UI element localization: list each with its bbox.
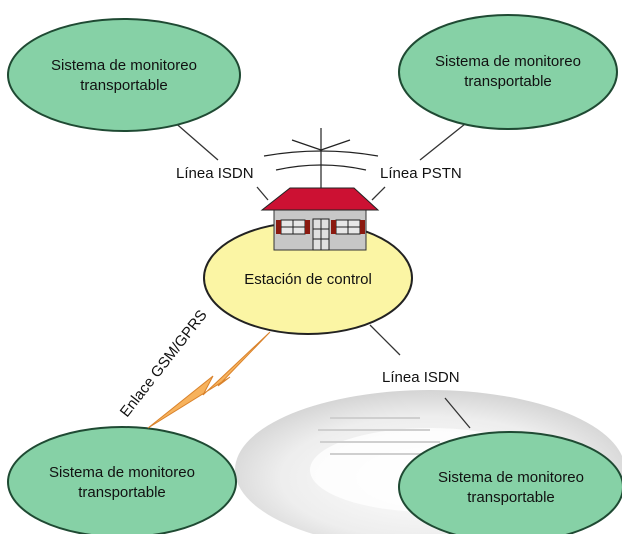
link-line-top-right-lower — [371, 186, 386, 201]
connector-lines — [171, 119, 471, 429]
node-top-right-line1: Sistema de monitoreo — [435, 53, 581, 70]
house-icon — [260, 187, 380, 251]
link-label-bottom-left: Enlace GSM/GPRS — [117, 307, 211, 421]
link-line-top-left-lower — [256, 186, 269, 201]
antenna-icon — [263, 128, 379, 190]
node-top-left: Sistema de monitoreo transportable — [7, 18, 241, 132]
link-line-bottom-right-lower — [444, 397, 471, 429]
node-bottom-left-line2: transportable — [78, 484, 166, 501]
link-label-top-left: Línea ISDN — [176, 165, 254, 182]
control-station-label: Estación de control — [244, 271, 372, 288]
node-top-right: Sistema de monitoreo transportable — [398, 14, 618, 130]
link-line-top-right — [419, 119, 471, 161]
link-label-top-right: Línea PSTN — [380, 165, 462, 182]
node-top-left-line1: Sistema de monitoreo — [51, 57, 197, 74]
node-bottom-left: Sistema de monitoreo transportable — [7, 426, 237, 534]
node-bottom-right-line2: transportable — [467, 489, 555, 506]
link-label-bottom-right: Línea ISDN — [382, 369, 460, 386]
node-top-left-line2: transportable — [80, 77, 168, 94]
node-bottom-left-line1: Sistema de monitoreo — [49, 464, 195, 481]
link-line-bottom-right-upper — [369, 324, 401, 356]
node-top-right-line2: transportable — [464, 73, 552, 90]
link-line-top-left — [171, 119, 219, 161]
node-bottom-right-line1: Sistema de monitoreo — [438, 469, 584, 486]
node-bottom-right: Sistema de monitoreo transportable — [398, 431, 622, 534]
lightning-icon — [147, 331, 271, 429]
